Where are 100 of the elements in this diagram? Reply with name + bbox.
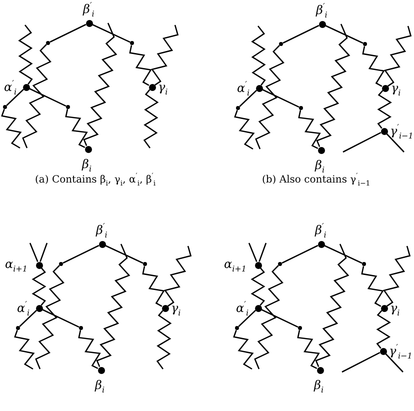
vertex-dot — [318, 20, 326, 28]
zigzag-line — [233, 330, 254, 370]
edge-line — [248, 242, 258, 262]
zigzag-line — [234, 110, 255, 150]
vertex-dot — [78, 326, 84, 330]
vertex-dot — [362, 262, 366, 266]
edge-line — [42, 308, 80, 328]
zigzag-line — [250, 267, 266, 306]
zigzag-line — [315, 244, 350, 368]
vertex-dot — [58, 262, 64, 266]
vertex-label: β$_{i}$ — [95, 378, 104, 396]
vertex-dot — [380, 128, 388, 134]
edge-line — [258, 242, 267, 262]
zigzag-line — [316, 24, 350, 148]
zigzag-line — [164, 246, 192, 307]
vertex-label: γ$_{i}$ — [171, 301, 181, 320]
edge-line — [324, 24, 364, 44]
zigzag-line — [32, 267, 46, 306]
edge-line — [29, 242, 38, 262]
vertex-dot — [234, 326, 240, 330]
vertex-dot — [98, 366, 104, 374]
zigzag-line — [383, 246, 411, 307]
zigzag-line — [65, 108, 88, 148]
vertex-dot — [318, 146, 324, 154]
vertex-dot — [162, 304, 168, 312]
vertex-dot — [382, 84, 388, 92]
vertex-dot — [380, 348, 386, 354]
vertex-dot — [254, 304, 262, 312]
edge-line — [28, 88, 66, 107]
vertex-label: γ$_{i}$ — [390, 301, 400, 320]
zigzag-line — [156, 310, 172, 370]
vertex-dot — [298, 326, 302, 330]
zigzag-line — [142, 266, 165, 307]
zigzag-line — [254, 265, 284, 370]
zigzag-line — [298, 110, 321, 149]
edge-line — [262, 88, 300, 108]
zigzag-line — [1, 108, 22, 149]
edge-line — [50, 24, 86, 43]
edge-line — [324, 244, 362, 264]
vertex-dot — [278, 42, 284, 46]
zigzag-line — [384, 26, 412, 87]
vertex-dot — [298, 106, 304, 110]
vertex-label: α$_{i+1}$ — [5, 257, 28, 276]
vertex-dot — [36, 262, 42, 268]
edge-line — [104, 244, 144, 264]
vertex-dot — [316, 366, 324, 374]
zigzag-line — [83, 22, 118, 146]
zigzag-line — [151, 24, 179, 86]
vertex-dot — [380, 304, 388, 312]
edge-line — [19, 310, 37, 327]
edge-line — [282, 24, 320, 44]
vertex-dot — [84, 146, 92, 152]
zigzag-line — [35, 265, 64, 370]
edge-line — [342, 352, 380, 373]
vertex-dot — [254, 262, 262, 268]
edge-line — [239, 90, 257, 107]
vertex-dot — [22, 84, 30, 90]
vertex-label: β$_{i}$ — [82, 157, 92, 175]
edge-line — [238, 310, 256, 327]
edge-line — [92, 24, 130, 43]
zigzag-line — [129, 45, 152, 86]
zigzag-line — [297, 330, 320, 369]
edge-line — [6, 88, 24, 106]
vertex-dot — [2, 104, 8, 110]
vertex-label: β$_{i}$ — [314, 378, 324, 396]
vertex-label: β$_{i}$ — [315, 158, 324, 175]
edge-line — [386, 133, 404, 152]
zigzag-line — [362, 46, 385, 87]
edge-line — [384, 353, 404, 372]
vertex-dot — [148, 84, 156, 90]
vertex-dot — [36, 304, 42, 312]
vertex-dot — [278, 262, 282, 266]
vertex-dot — [256, 84, 262, 92]
zigzag-line — [376, 310, 391, 349]
vertex-dot — [236, 106, 240, 110]
vertex-label: γ$_{i}$ — [391, 81, 401, 100]
vertex-dot — [16, 326, 20, 330]
edge-line — [62, 244, 100, 264]
vertex-dot — [86, 20, 92, 26]
zigzag-line — [377, 90, 392, 129]
vertex-label: γ$_{i}$ — [158, 80, 168, 98]
zigzag-line — [78, 330, 101, 369]
vertex-dot — [66, 104, 70, 110]
zigzag-line — [251, 26, 266, 86]
vertex-label: α$_{i+1}$ — [224, 257, 246, 276]
zigzag-line — [96, 244, 130, 368]
vertex-dot — [362, 42, 368, 46]
vertex-dot — [130, 40, 134, 46]
zigzag-line — [18, 24, 33, 85]
edge-line — [342, 132, 382, 153]
zigzag-line — [22, 44, 52, 148]
vertex-dot — [318, 240, 324, 248]
zigzag-line — [255, 45, 284, 150]
vertex-dot — [46, 40, 50, 46]
edge-line — [282, 244, 318, 264]
vertex-dot — [98, 240, 106, 248]
zigzag-line — [361, 266, 384, 307]
zigzag-line — [14, 330, 35, 370]
edge-line — [40, 242, 48, 262]
vertex-dot — [142, 262, 148, 266]
